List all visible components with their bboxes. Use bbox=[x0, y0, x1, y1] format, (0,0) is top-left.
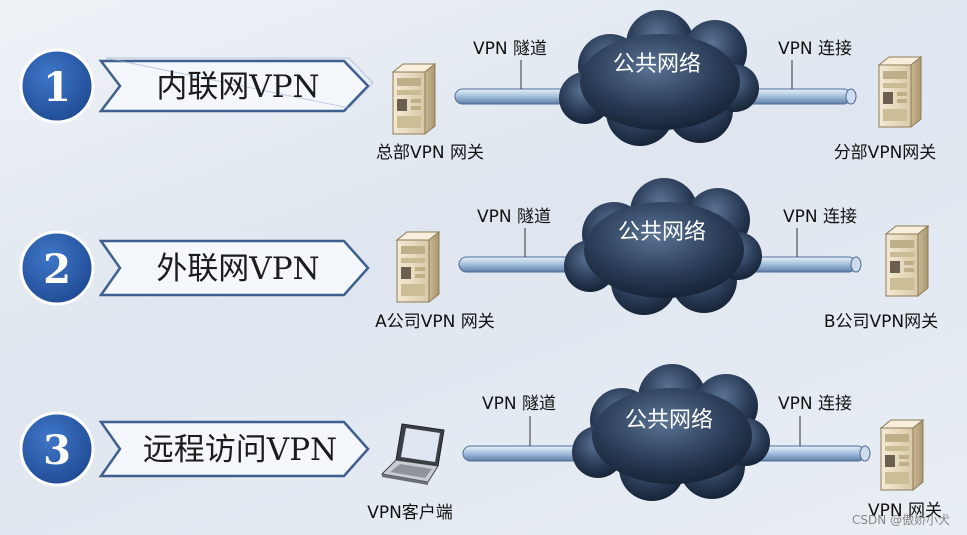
tunnel-label: VPN 隧道 bbox=[482, 394, 556, 414]
badge-number: 3 bbox=[43, 427, 71, 474]
cloud-label: 公共网络 bbox=[618, 220, 706, 245]
laptop-icon bbox=[380, 423, 445, 485]
number-badge: 3 bbox=[19, 411, 95, 487]
public-network-cloud: 公共网络 bbox=[559, 10, 759, 146]
left-device-label: A公司VPN 网关 bbox=[375, 312, 495, 332]
server-icon bbox=[884, 224, 930, 298]
right-device-label: B公司VPN网关 bbox=[824, 312, 938, 332]
cloud-label: 公共网络 bbox=[625, 408, 713, 433]
connection-label: VPN 连接 bbox=[778, 394, 852, 414]
badge-number: 2 bbox=[43, 246, 71, 293]
server-icon bbox=[877, 55, 923, 129]
server-icon bbox=[391, 62, 437, 136]
left-device-label: 总部VPN 网关 bbox=[376, 143, 484, 163]
row-title: 远程访问VPN bbox=[143, 432, 337, 468]
left-device-label: VPN客户端 bbox=[367, 503, 453, 523]
row-title: 外联网VPN bbox=[156, 251, 319, 287]
number-badge: 1 bbox=[19, 48, 95, 124]
badge-number: 1 bbox=[43, 64, 71, 111]
title-banner: 内联网VPN bbox=[98, 57, 374, 113]
connection-label: VPN 连接 bbox=[778, 39, 852, 59]
server-icon bbox=[879, 418, 925, 492]
public-network-cloud: 公共网络 bbox=[572, 364, 770, 501]
public-network-cloud: 公共网络 bbox=[564, 178, 762, 315]
server-icon bbox=[395, 230, 441, 304]
watermark: CSDN @傲娇小犬 bbox=[852, 512, 950, 527]
row-1: 1 内联网VPN 总部VPN 网关 bbox=[19, 10, 937, 163]
number-badge: 2 bbox=[19, 230, 95, 306]
title-banner: 远程访问VPN bbox=[98, 420, 370, 478]
row-3: 3 远程访问VPN VPN客户端 公共网络 bbox=[19, 364, 942, 523]
row-title: 内联网VPN bbox=[156, 69, 319, 105]
right-device-label: VPN 网关 bbox=[868, 501, 942, 521]
tunnel-label: VPN 隧道 bbox=[477, 207, 551, 227]
connection-label: VPN 连接 bbox=[783, 207, 857, 227]
row-2: 2 外联网VPN A公司VPN 网关 bbox=[19, 178, 938, 332]
tunnel-label: VPN 隧道 bbox=[473, 39, 547, 59]
right-device-label: 分部VPN网关 bbox=[834, 143, 937, 163]
cloud-label: 公共网络 bbox=[613, 52, 701, 77]
title-banner: 外联网VPN bbox=[98, 239, 370, 297]
